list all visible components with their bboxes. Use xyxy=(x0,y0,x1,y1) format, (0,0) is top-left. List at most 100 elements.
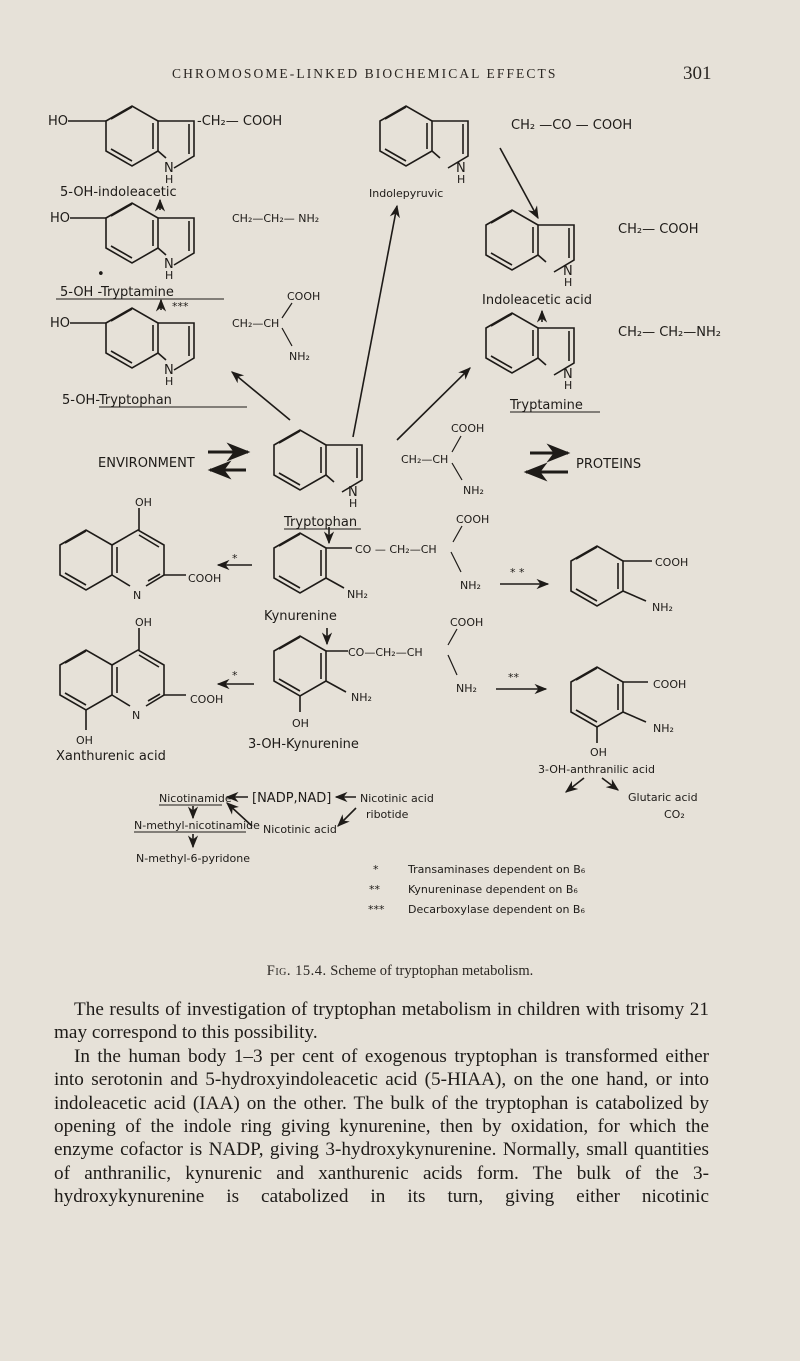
svg-text:Transaminases dependent on B₆: Transaminases dependent on B₆ xyxy=(407,863,586,876)
svg-text:Nicotinic acid: Nicotinic acid xyxy=(360,792,434,805)
svg-text:CH₂— COOH: CH₂— COOH xyxy=(618,222,699,237)
svg-text:N: N xyxy=(164,161,174,176)
svg-text:NH₂: NH₂ xyxy=(289,350,310,363)
svg-text:NH₂: NH₂ xyxy=(463,484,484,497)
svg-text:OH: OH xyxy=(135,496,152,509)
compound-name: Kynurenine xyxy=(264,609,337,624)
svg-text:[NADP,NAD]: [NADP,NAD] xyxy=(252,791,331,806)
svg-text:CH₂ —CO — COOH: CH₂ —CO — COOH xyxy=(511,118,632,133)
tryptophan-metabolism-diagram: HO N H -CH₂— COOH 5-OH-indoleacetic HO N… xyxy=(48,105,721,916)
compound-anthranilic-acid: COOH NH₂ xyxy=(570,545,688,614)
svg-text:HO: HO xyxy=(50,211,70,226)
compound-tryptamine: N H CH₂— CH₂—NH₂ Tryptamine xyxy=(485,312,721,413)
figure-caption-text: Scheme of tryptophan metabolism. xyxy=(326,963,534,979)
svg-text:N: N xyxy=(164,363,174,378)
compound-xanthurenic-acid: OH N COOH OH Xanthurenic acid xyxy=(56,616,223,764)
svg-text:H: H xyxy=(165,375,173,388)
compound-name: 5-OH-indoleacetic xyxy=(60,185,177,200)
svg-text:COOH: COOH xyxy=(287,290,320,303)
svg-text:NH₂: NH₂ xyxy=(653,722,674,735)
svg-text:*: * xyxy=(232,669,238,682)
svg-text:COOH: COOH xyxy=(190,693,223,706)
svg-text:HO: HO xyxy=(48,114,68,129)
svg-text:Decarboxylase dependent on B₆: Decarboxylase dependent on B₆ xyxy=(408,903,585,916)
compound-kynurenine: CO — CH₂—CH COOH NH₂ NH₂ Kynurenine xyxy=(264,513,489,624)
svg-text:Kynureninase dependent on B₆: Kynureninase dependent on B₆ xyxy=(408,883,578,896)
svg-text:***: *** xyxy=(368,903,385,916)
svg-text:N: N xyxy=(164,257,174,272)
svg-text:N: N xyxy=(563,264,573,279)
svg-text:CO₂: CO₂ xyxy=(664,808,685,821)
svg-text:COOH: COOH xyxy=(456,513,489,526)
svg-text:-CH₂— COOH: -CH₂— COOH xyxy=(197,114,282,129)
svg-text:HO: HO xyxy=(50,316,70,331)
environment-label: ENVIRONMENT xyxy=(98,456,195,471)
svg-text:NH₂: NH₂ xyxy=(652,601,673,614)
svg-text:COOH: COOH xyxy=(450,616,483,629)
svg-text:H: H xyxy=(349,497,357,510)
compound-5-oh-tryptophan: HO N H CH₂—CH COOH NH₂ 5-OH-Tryptophan xyxy=(50,290,320,408)
svg-text:COOH: COOH xyxy=(653,678,686,691)
compound-name: Tryptamine xyxy=(509,398,583,413)
compound-name: 5-OH -Tryptamine xyxy=(60,285,174,300)
compound-name: Xanthurenic acid xyxy=(56,749,166,764)
paragraph: The results of investigation of tryptoph… xyxy=(54,999,709,1044)
lower-pathway: Nicotinamide [NADP,NAD] Nicotinic acid r… xyxy=(134,791,698,865)
page-number: 301 xyxy=(683,63,712,84)
svg-text:Glutaric acid: Glutaric acid xyxy=(628,791,698,804)
svg-text:H: H xyxy=(165,269,173,282)
compound-name: 3-OH-Kynurenine xyxy=(248,737,359,752)
svg-text:COOH: COOH xyxy=(655,556,688,569)
svg-text:OH: OH xyxy=(76,734,93,747)
svg-text:N: N xyxy=(348,485,358,500)
figure-caption: Fig. 15.4. Scheme of tryptophan metaboli… xyxy=(0,963,800,980)
compound-indoleacetic-acid: N H CH₂— COOH Indoleacetic acid xyxy=(482,209,699,308)
svg-text:H: H xyxy=(457,173,465,186)
svg-text:•: • xyxy=(97,267,105,282)
compound-5-oh-indoleacetic: HO N H -CH₂— COOH 5-OH-indoleacetic xyxy=(48,105,282,200)
compound-name: Indoleacetic acid xyxy=(482,293,592,308)
svg-text:Nicotinamide: Nicotinamide xyxy=(159,792,232,805)
svg-text:ribotide: ribotide xyxy=(366,808,409,821)
paragraph: In the human body 1–3 per cent of exogen… xyxy=(54,1045,709,1208)
svg-text:CO — CH₂—CH: CO — CH₂—CH xyxy=(355,543,437,556)
svg-text:N: N xyxy=(563,367,573,382)
svg-text:H: H xyxy=(165,173,173,186)
svg-text:*: * xyxy=(373,863,379,876)
enzyme-legend: * Transaminases dependent on B₆ ** Kynur… xyxy=(368,863,586,916)
svg-text:COOH: COOH xyxy=(451,422,484,435)
compound-name: Tryptophan xyxy=(283,515,357,530)
svg-text:NH₂: NH₂ xyxy=(460,579,481,592)
compound-3-oh-anthranilic-acid: COOH NH₂ OH 3-OH-anthranilic acid xyxy=(538,666,686,776)
svg-text:CH₂—CH: CH₂—CH xyxy=(232,317,279,330)
svg-text:H: H xyxy=(564,276,572,289)
svg-text:CH₂—CH: CH₂—CH xyxy=(401,453,448,466)
svg-text:Nicotinic acid: Nicotinic acid xyxy=(263,823,337,836)
svg-text:OH: OH xyxy=(135,616,152,629)
running-title: CHROMOSOME-LINKED BIOCHEMICAL EFFECTS xyxy=(172,66,558,81)
svg-text:NH₂: NH₂ xyxy=(456,682,477,695)
compound-name: 5-OH-Tryptophan xyxy=(62,393,172,408)
running-head: CHROMOSOME-LINKED BIOCHEMICAL EFFECTS 30… xyxy=(0,63,800,86)
svg-text:**: ** xyxy=(369,883,381,896)
svg-text:COOH: COOH xyxy=(188,572,221,585)
svg-text:OH: OH xyxy=(590,746,607,759)
compound-kynurenic-acid: OH N COOH xyxy=(59,496,221,602)
svg-text:*: * xyxy=(232,552,238,565)
compound-name: 3-OH-anthranilic acid xyxy=(538,763,655,776)
svg-text:N-methyl-nicotinamide: N-methyl-nicotinamide xyxy=(134,819,260,832)
svg-text:CO—CH₂—CH: CO—CH₂—CH xyxy=(348,646,423,659)
svg-text:H: H xyxy=(564,379,572,392)
svg-text:N-methyl-6-pyridone: N-methyl-6-pyridone xyxy=(136,852,250,865)
svg-text:* *: * * xyxy=(510,566,525,579)
svg-text:N: N xyxy=(132,709,140,722)
svg-text:NH₂: NH₂ xyxy=(347,588,368,601)
figure-label: Fig. 15.4. xyxy=(266,963,327,979)
compound-3-oh-kynurenine: CO—CH₂—CH COOH NH₂ NH₂ OH 3-OH-Kynurenin… xyxy=(248,616,483,752)
proteins-label: PROTEINS xyxy=(576,457,641,472)
svg-text:N: N xyxy=(133,589,141,602)
svg-text:N: N xyxy=(456,161,466,176)
body-text: The results of investigation of tryptoph… xyxy=(54,998,709,1209)
compound-tryptophan: N H CH₂—CH COOH NH₂ Tryptophan xyxy=(273,422,484,530)
compound-indolepyruvic: N H CH₂ —CO — COOH Indolepyruvic xyxy=(369,105,632,200)
